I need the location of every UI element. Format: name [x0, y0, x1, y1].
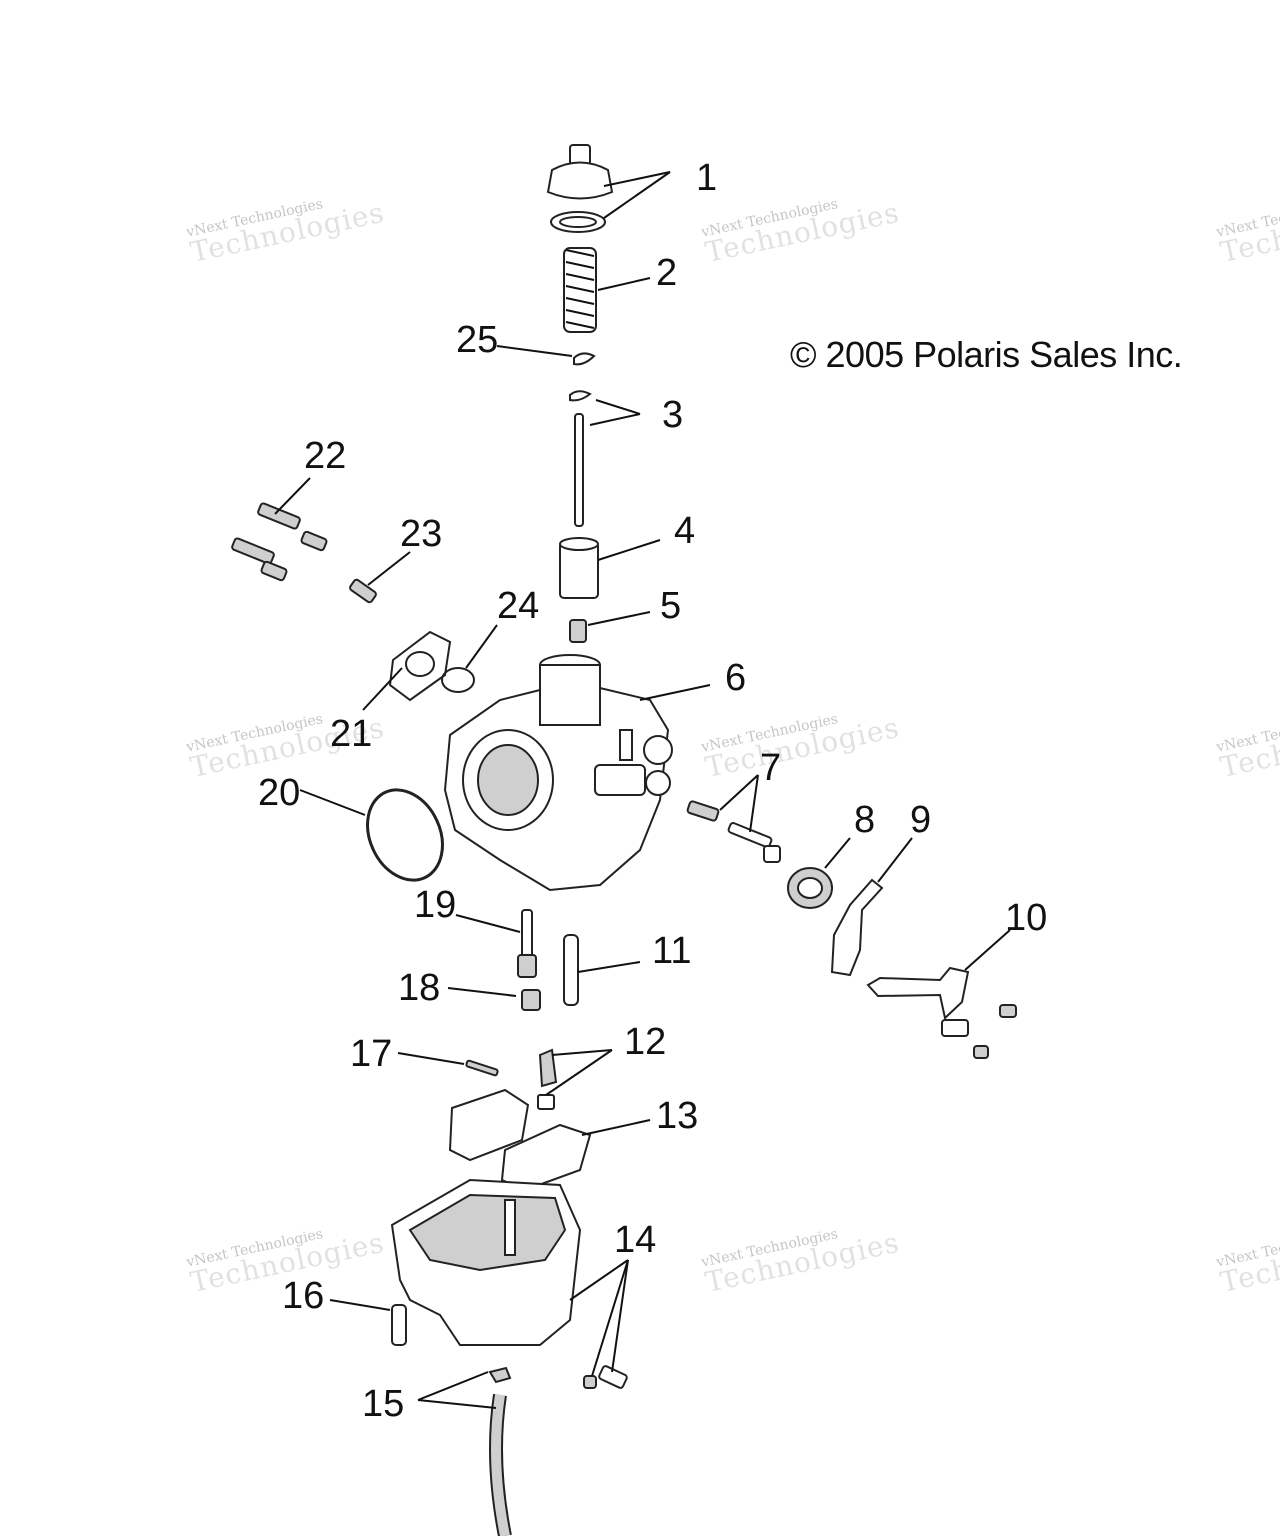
callout-6: 6 [725, 657, 746, 699]
callout-17: 17 [350, 1033, 392, 1075]
part-6-carb-body [443, 654, 673, 892]
part-21-gasket [388, 630, 452, 702]
part-1-cap [546, 144, 614, 233]
callout-10: 10 [1005, 897, 1047, 939]
part-3-needle [569, 390, 592, 527]
part-11-pilot-screw [563, 934, 579, 1006]
part-2-spring [563, 247, 597, 333]
part-19-needle-jet [517, 909, 537, 978]
callout-2: 2 [656, 252, 677, 294]
callout-1: 1 [696, 157, 717, 199]
callout-22: 22 [304, 435, 346, 477]
callout-23: 23 [400, 513, 442, 555]
callout-20: 20 [258, 772, 300, 814]
callout-18: 18 [398, 967, 440, 1009]
part-5-jet [569, 619, 587, 643]
callout-15: 15 [362, 1383, 404, 1425]
part-8-spring [787, 867, 833, 909]
part-9-lever [830, 878, 884, 977]
part-16-drain-screw [391, 1304, 407, 1346]
part-13-float [448, 1088, 592, 1192]
leader-lines [274, 171, 1011, 1409]
callout-16: 16 [282, 1275, 324, 1317]
part-25-clip [573, 352, 596, 366]
part-17-pin [465, 1059, 499, 1077]
part-23-screw [349, 578, 377, 604]
callout-7: 7 [760, 747, 781, 789]
part-18-main-jet [521, 989, 541, 1011]
callout-14: 14 [614, 1219, 656, 1261]
callout-4: 4 [674, 510, 695, 552]
part-10-bracket [866, 966, 1017, 1059]
callout-24: 24 [497, 585, 539, 627]
part-20-oring [366, 788, 444, 882]
part-7-screws [686, 800, 781, 863]
part-15-drain-hose [488, 1366, 512, 1536]
callout-9: 9 [910, 799, 931, 841]
callout-8: 8 [854, 799, 875, 841]
callout-12: 12 [624, 1021, 666, 1063]
part-24-oring [441, 667, 475, 693]
part-22-screws [231, 502, 328, 582]
callout-19: 19 [414, 884, 456, 926]
callout-21: 21 [330, 713, 372, 755]
callout-3: 3 [662, 394, 683, 436]
callout-13: 13 [656, 1095, 698, 1137]
copyright-notice: © 2005 Polaris Sales Inc. [790, 334, 1183, 375]
part-4-throttle-valve [559, 537, 599, 599]
callout-5: 5 [660, 585, 681, 627]
callout-11: 11 [652, 930, 691, 972]
part-14-float-bowl [390, 1178, 628, 1389]
callout-25: 25 [456, 319, 498, 361]
part-12-float-valve [537, 1048, 558, 1110]
